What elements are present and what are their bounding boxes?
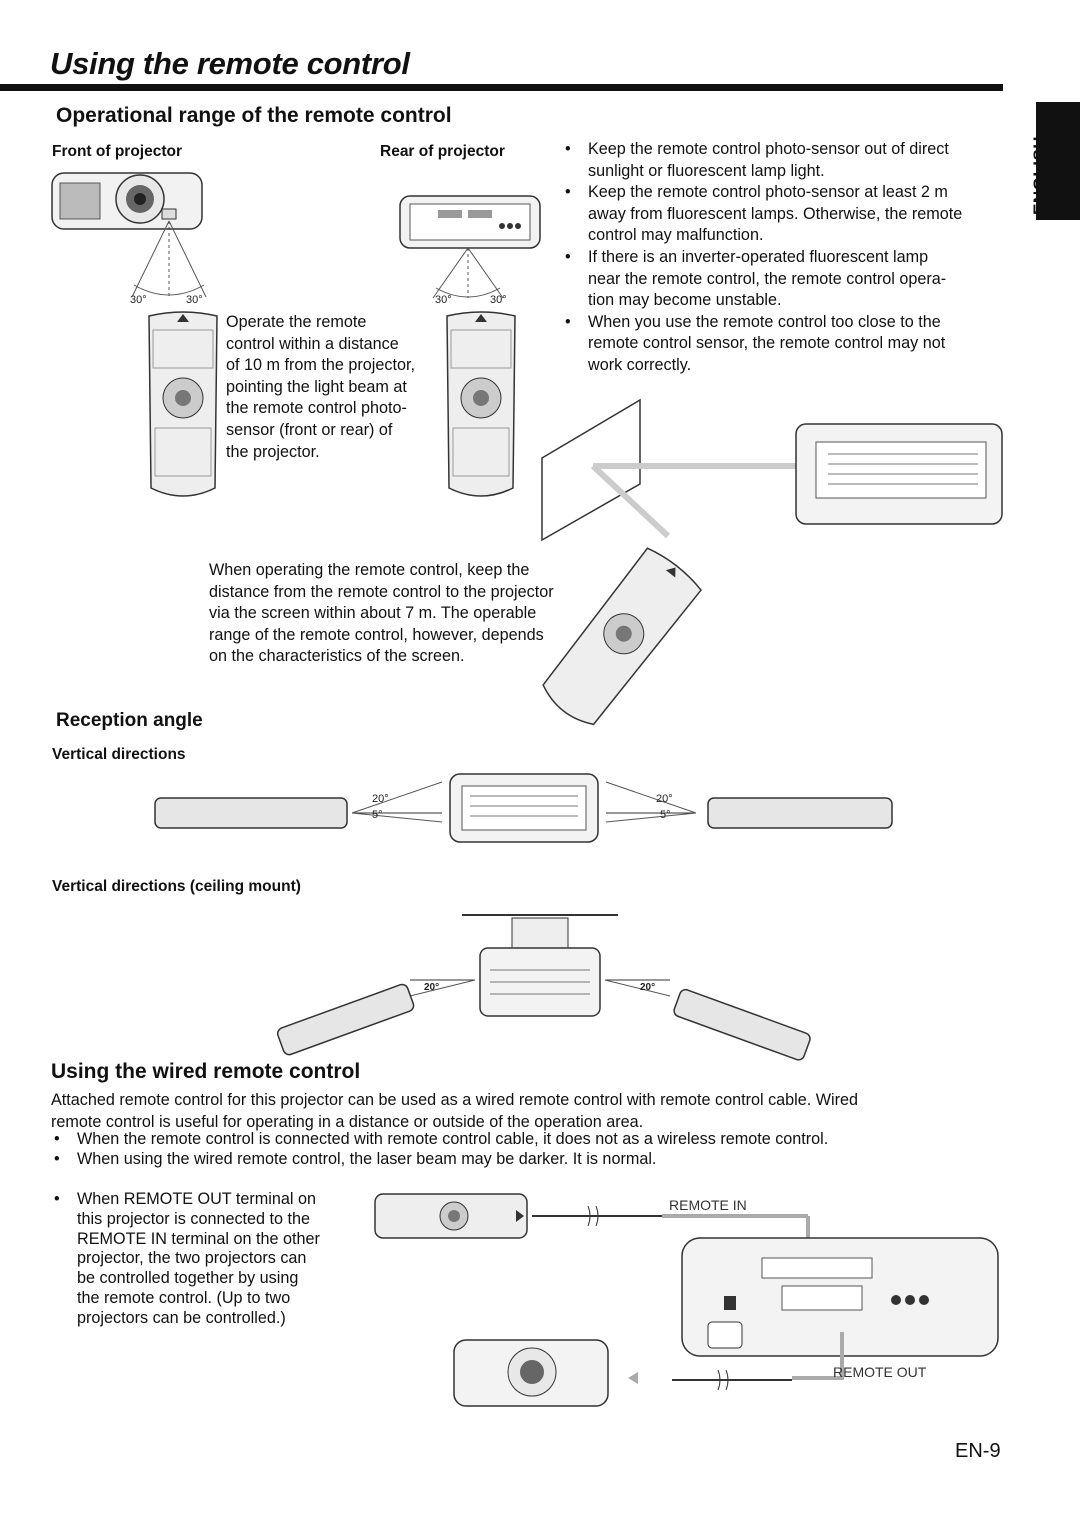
front-of-projector-label: Front of projector (52, 143, 183, 160)
remote-control-front-icon (148, 311, 218, 497)
bullet-line: away from fluorescent lamps. Otherwise, … (588, 204, 963, 223)
bullet-line: tion may become unstable. (588, 291, 782, 310)
screen-text-line: distance from the remote control to the … (209, 582, 554, 601)
remote-out-label: REMOTE OUT (833, 1364, 927, 1380)
bullet-item: If there is an inverter-operated fluores… (562, 247, 1032, 312)
screen-text-line: range of the remote control, however, de… (209, 625, 544, 644)
bullet-item: Keep the remote control photo-sensor at … (562, 182, 1032, 247)
ceiling-angle-right: 20° (640, 982, 656, 993)
bullet-item: When REMOTE OUT terminal on this project… (51, 1190, 371, 1329)
wired-remote-intro: Attached remote control for this project… (51, 1090, 1011, 1133)
page-number: EN-9 (955, 1440, 1001, 1462)
bullet-item: When the remote control is connected wit… (51, 1129, 1011, 1149)
remote-in-label: REMOTE IN (669, 1197, 747, 1213)
operate-line: the remote control photo- (226, 399, 407, 418)
ceiling-angle-left: 20° (424, 982, 440, 993)
front-angle-right: 30° (186, 294, 203, 306)
rear-projector-illustration (399, 195, 541, 299)
bullet-line: When you use the remote control too clos… (588, 312, 941, 331)
bullet-line: When REMOTE OUT terminal on (77, 1190, 316, 1208)
bullet-text: When the remote control is connected wit… (77, 1130, 829, 1148)
language-tab (1036, 102, 1080, 220)
operate-instructions: Operate the remote control within a dist… (226, 312, 441, 463)
bullet-line: work correctly. (588, 355, 692, 374)
bullet-item: Keep the remote control photo-sensor out… (562, 139, 1032, 182)
ceiling-mount-illustration (276, 914, 811, 1061)
remote-control-rear-icon (446, 311, 516, 497)
reception-angle-heading: Reception angle (56, 710, 203, 731)
language-tab-label: ENGLISH (1030, 135, 1049, 215)
page-title: Using the remote control (50, 46, 410, 81)
vertical-angle-up-right: 20° (656, 793, 673, 805)
bullet-line: the remote control. (Up to two (77, 1288, 291, 1307)
rear-angle-right: 30° (490, 294, 507, 306)
bullet-line: remote control sensor, the remote contro… (588, 334, 946, 353)
screen-text-line: via the screen within about 7 m. The ope… (209, 604, 537, 623)
title-rule (0, 84, 1003, 91)
front-angle-left: 30° (130, 294, 147, 306)
operate-line: sensor (front or rear) of (226, 420, 393, 439)
wired-connection-diagram (374, 1193, 999, 1407)
screen-text-line: on the characteristics of the screen. (209, 647, 465, 666)
intro-line: remote control is useful for operating i… (51, 1112, 644, 1131)
operate-line: Operate the remote (226, 313, 367, 331)
bullet-text: When using the wired remote control, the… (77, 1150, 657, 1168)
operate-line: the projector. (226, 442, 320, 461)
rear-angle-left: 30° (435, 294, 452, 306)
bullet-item: When you use the remote control too clos… (562, 312, 1032, 377)
vertical-directions-illustration (154, 773, 893, 843)
operate-line: control within a distance (226, 334, 399, 353)
bullet-line: Keep the remote control photo-sensor out… (588, 140, 949, 158)
vertical-directions-label: Vertical directions (52, 746, 186, 763)
front-projector-illustration (51, 172, 207, 298)
screen-reflection-illustration (541, 398, 1003, 726)
ceiling-mount-label: Vertical directions (ceiling mount) (52, 878, 301, 895)
operational-range-heading: Operational range of the remote control (56, 104, 452, 127)
rear-of-projector-label: Rear of projector (380, 143, 505, 160)
screen-distance-text: When operating the remote control, keep … (209, 560, 609, 668)
vertical-angle-up-left: 20° (372, 793, 389, 805)
vertical-angle-down-right: 5° (660, 809, 671, 821)
bullet-line: sunlight or fluorescent lamp light. (588, 161, 825, 180)
bullet-item: When using the wired remote control, the… (51, 1149, 1011, 1169)
bullet-line: projector, the two projectors can (77, 1249, 307, 1268)
wired-remote-heading: Using the wired remote control (51, 1060, 361, 1083)
bullet-line: be controlled together by using (77, 1269, 299, 1288)
bullet-line: control may malfunction. (588, 226, 764, 245)
screen-text-line: When operating the remote control, keep … (209, 561, 530, 579)
wired-remote-bullets: When the remote control is connected wit… (51, 1129, 1011, 1169)
operate-line: of 10 m from the projector, (226, 356, 415, 375)
vertical-angle-down-left: 5° (372, 809, 383, 821)
bullet-line: If there is an inverter-operated fluores… (588, 247, 929, 266)
bullet-line: this projector is connected to the (77, 1209, 311, 1228)
bullet-line: projectors can be controlled.) (77, 1308, 286, 1327)
operate-line: pointing the light beam at (226, 377, 407, 396)
operational-range-bullets: Keep the remote control photo-sensor out… (562, 139, 1032, 377)
bullet-line: REMOTE IN terminal on the other (77, 1229, 320, 1248)
bullet-line: Keep the remote control photo-sensor at … (588, 183, 948, 202)
remote-out-bullet: When REMOTE OUT terminal on this project… (51, 1190, 371, 1329)
intro-line: Attached remote control for this project… (51, 1091, 859, 1109)
bullet-line: near the remote control, the remote cont… (588, 269, 947, 288)
